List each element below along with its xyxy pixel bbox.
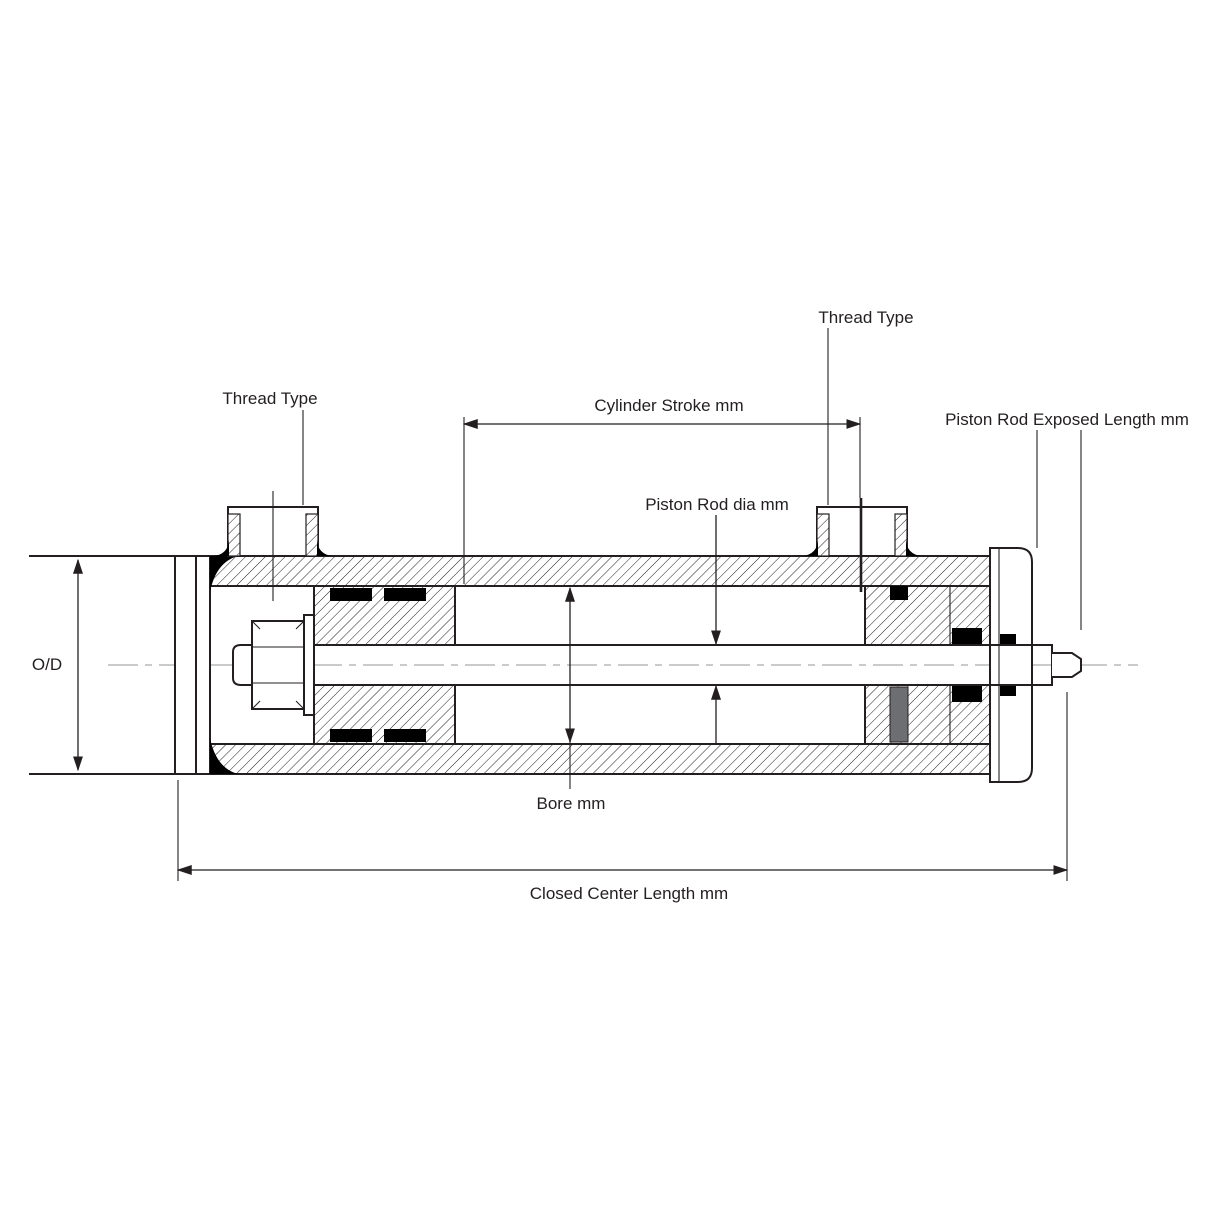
piston-seal-bottom-1 — [330, 729, 372, 742]
port-right-thread-left — [816, 513, 830, 557]
label-cylinder-stroke: Cylinder Stroke mm — [594, 396, 743, 415]
label-thread-type-left: Thread Type — [222, 389, 317, 408]
rod-end-tip — [1052, 652, 1082, 678]
nut-chamfer-bl — [251, 700, 261, 710]
dim-closed-center-length — [176, 692, 1069, 881]
tube-wall-top — [209, 555, 991, 587]
wiper-seal-top — [1000, 634, 1016, 645]
tube-wall-bottom — [209, 743, 991, 775]
labels: Thread Type Thread Type Cylinder Stroke … — [32, 308, 1189, 903]
port-left-weld-left — [214, 540, 229, 556]
label-piston-rod-dia: Piston Rod dia mm — [645, 495, 789, 514]
gland-collar — [989, 547, 1033, 783]
wiper-seal-bottom — [1000, 685, 1016, 696]
piston-assembly — [313, 585, 456, 745]
rear-end-cap — [174, 555, 238, 775]
port-left — [214, 491, 332, 601]
dim-cylinder-stroke — [462, 417, 863, 592]
piston-nut — [251, 620, 305, 710]
piston-seal-top-2 — [384, 588, 426, 601]
rod-threaded-stub — [232, 644, 254, 686]
dimensions — [73, 328, 1082, 881]
nut-chamfer-tr — [295, 620, 305, 630]
left-mount-lines — [29, 555, 176, 775]
gland-static-seal — [890, 586, 908, 600]
piston-seal-bottom-2 — [384, 729, 426, 742]
dim-exposed-length — [1036, 430, 1082, 630]
label-thread-type-right: Thread Type — [818, 308, 913, 327]
thread-type-leaders — [302, 328, 829, 505]
label-bore: Bore mm — [537, 794, 606, 813]
collar-body — [989, 547, 1033, 783]
nut-chamfer-br — [295, 700, 305, 710]
gland-gray-seal — [889, 686, 909, 743]
port-left-thread-right — [305, 513, 319, 557]
piston-washer — [303, 614, 315, 716]
label-outer-diameter: O/D — [32, 655, 62, 674]
port-left-weld-right — [317, 540, 332, 556]
port-right-thread-right — [894, 513, 908, 557]
nut-chamfer-tl — [251, 620, 261, 630]
piston-rod — [454, 644, 1082, 686]
port-right-weld-right — [906, 540, 921, 556]
end-cap-body — [174, 555, 211, 775]
label-closed-center-length: Closed Center Length mm — [530, 884, 728, 903]
rod-seal-top — [952, 628, 982, 645]
label-piston-rod-exposed-length: Piston Rod Exposed Length mm — [945, 410, 1189, 429]
rod-seal-bottom — [952, 685, 982, 702]
port-right-weld-left — [803, 540, 818, 556]
port-left-thread-left — [227, 513, 241, 557]
weld-bead-bottom — [210, 738, 238, 774]
piston-seal-top-1 — [330, 588, 372, 601]
weld-bead-top — [210, 556, 238, 592]
piston-nut-assembly — [232, 614, 315, 716]
